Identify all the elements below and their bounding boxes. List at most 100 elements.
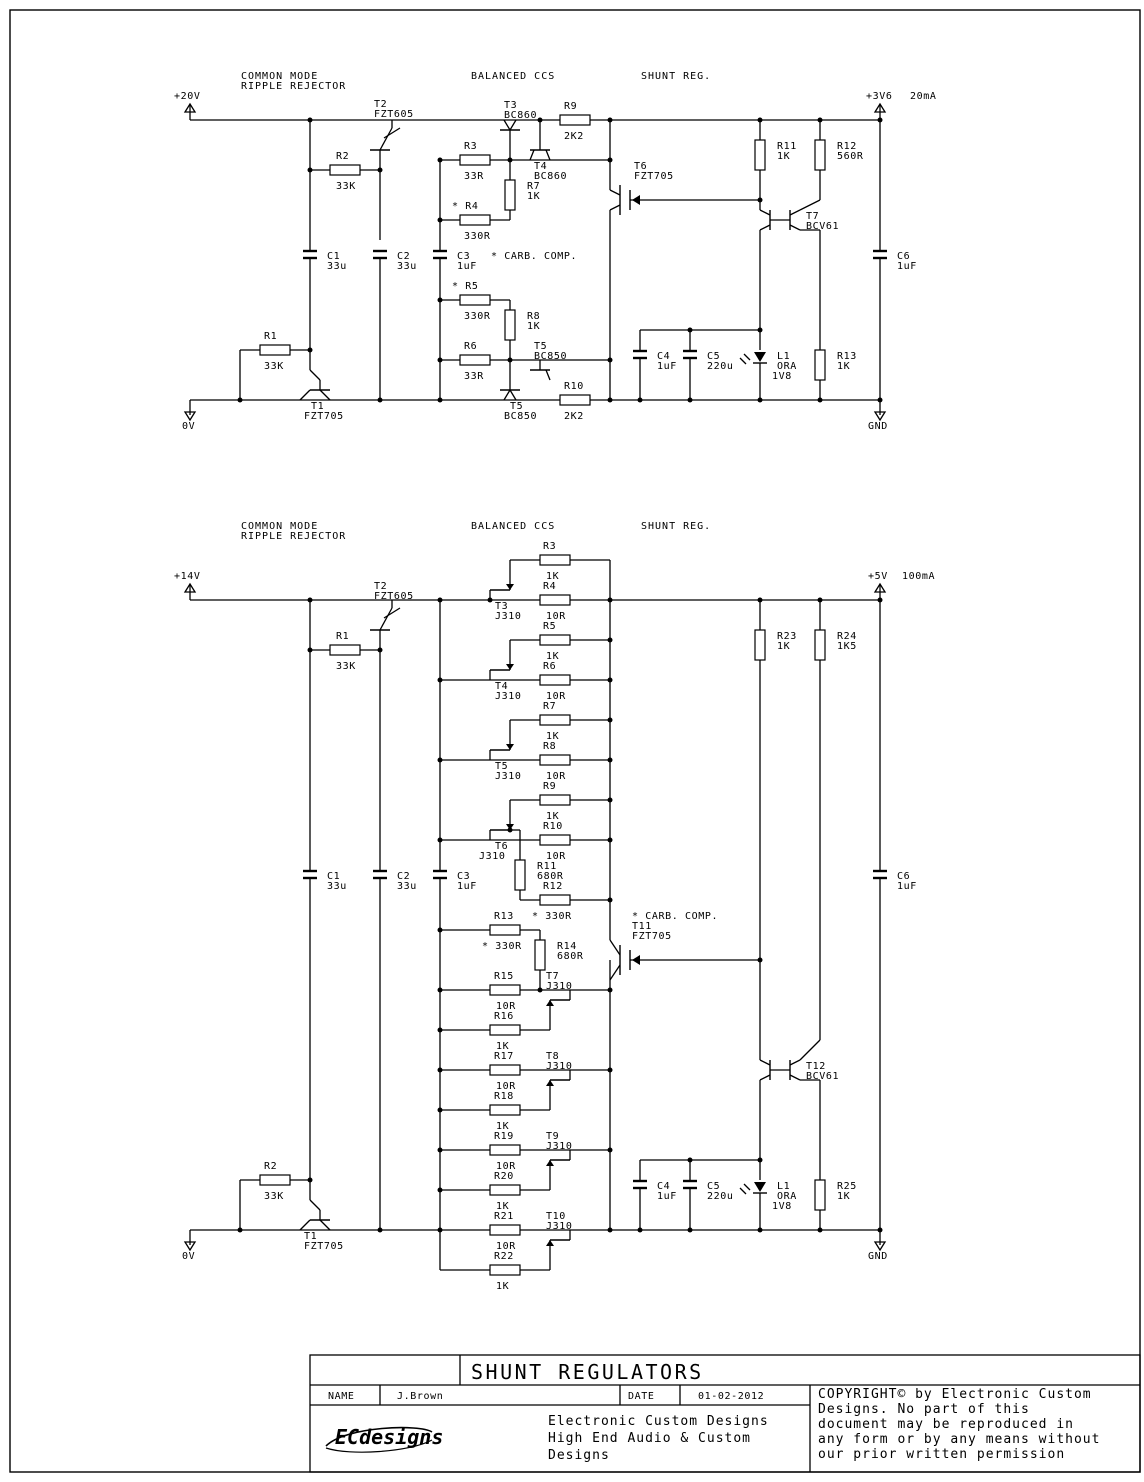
bot-L1-v: 1V8 [772,1201,792,1212]
bot-T10-val: J310 [546,1221,572,1232]
top-R4-ref: * R4 [452,201,478,212]
bot-R20-val: 1K [496,1201,509,1212]
bot-T8-val: J310 [546,1061,572,1072]
bot-R7-ref: R7 [543,701,556,712]
company-line-1: Electronic Custom Designs [548,1414,769,1429]
top-T2-val: FZT605 [374,109,414,120]
bot-T4-ref: T4 [495,681,508,692]
top-R9-val: 2K2 [564,131,584,142]
top-rail-current: 20mA [910,91,936,102]
bot-R17-ref: R17 [494,1051,514,1062]
bot-T5-ref: T5 [495,761,508,772]
bot-C3-ref: C3 [457,871,470,882]
bot-R6-ref: R6 [543,661,556,672]
sheet-border [9,9,1141,1473]
top-C5-ref: C5 [707,351,720,362]
bot-T7-ref: T7 [546,971,559,982]
top-R13-ref: R13 [837,351,857,362]
bot-R4-ref: R4 [543,581,556,592]
copyright-line-2: Designs. No part of this [818,1402,1030,1417]
top-R6-ref: R6 [464,341,477,352]
bot-C6-val: 1uF [897,881,917,892]
top-sec-ccs: BALANCED CCS [471,71,555,82]
top-R11-ref: R11 [777,141,797,152]
company-line-2: High End Audio & Custom [548,1431,751,1446]
ecdesigns-logo: ECdesigns [325,1425,443,1453]
bot-R15-ref: R15 [494,971,514,982]
bot-C5-val: 220u [707,1191,733,1202]
bot-R20-ref: R20 [494,1171,514,1182]
bot-sec-cm1: COMMON MODE [241,521,318,532]
top-R3-ref: R3 [464,141,477,152]
top-C6-ref: C6 [897,251,910,262]
top-T3-ref: T3 [504,100,517,111]
top-C1-val: 33u [327,261,347,272]
top-C2-val: 33u [397,261,417,272]
bot-R8-val: 10R [546,771,566,782]
top-R12-ref: R12 [837,141,857,152]
bot-R6-val: 10R [546,691,566,702]
bot-R3-val: 1K [546,571,559,582]
bot-T7-val: J310 [546,981,572,992]
bot-R5-ref: R5 [543,621,556,632]
top-R10-val: 2K2 [564,411,584,422]
bot-T3-ref: T3 [495,601,508,612]
top-sec-cm2: RIPPLE REJECTOR [241,81,346,92]
bot-T8-ref: T8 [546,1051,559,1062]
top-rail-gnd: GND [868,421,888,432]
bot-R5-val: 1K [546,651,559,662]
bot-sec-cm2: RIPPLE REJECTOR [241,531,346,542]
copyright-line-4: any form or by any means without [818,1432,1100,1447]
bot-R14-val: 680R [557,951,584,962]
bot-R14-ref: R14 [557,941,577,952]
bot-R1-ref: R1 [336,631,349,642]
bot-R18-val: 1K [496,1121,509,1132]
top-L1-val: ORA [777,361,797,372]
drawing-date: 01-02-2012 [698,1391,764,1402]
top-T4-ref: T4 [534,161,547,172]
top-T4-val: BC860 [534,171,567,182]
bot-L1-ref: L1 [777,1181,790,1192]
bot-T1-val: FZT705 [304,1241,344,1252]
bot-rail-0v: 0V [182,1251,195,1262]
bot-C3-val: 1uF [457,881,477,892]
bot-R10-val: 10R [546,851,566,862]
top-C3-val: 1uF [457,261,477,272]
bot-T3-val: J310 [495,611,521,622]
bot-R16-ref: R16 [494,1011,514,1022]
top-rail-out: +3V6 [866,91,892,102]
top-C5-val: 220u [707,361,733,372]
top-T7-val: BCV61 [806,221,839,232]
bot-note: * CARB. COMP. [632,911,718,922]
top-R8-ref: R8 [527,311,540,322]
top-C2-ref: C2 [397,251,410,262]
bot-rail-gnd: GND [868,1251,888,1262]
top-R9-ref: R9 [564,101,577,112]
bot-rail-current: 100mA [902,571,935,582]
bot-R11-ref: R11 [537,861,557,872]
bot-R16-val: 1K [496,1041,509,1052]
top-R1-ref: R1 [264,331,277,342]
bot-R11-val: 680R [537,871,564,882]
bot-rail-in: +14V [174,571,200,582]
bot-R7-val: 1K [546,731,559,742]
bot-T9-val: J310 [546,1141,572,1152]
top-C3-ref: C3 [457,251,470,262]
bot-sec-ccs: BALANCED CCS [471,521,555,532]
bot-R2-ref: R2 [264,1161,277,1172]
top-R5-val: 330R [464,311,491,322]
top-T7-ref: T7 [806,211,819,222]
bot-T9-ref: T9 [546,1131,559,1142]
bot-T4-val: J310 [495,691,521,702]
bot-C4-ref: C4 [657,1181,670,1192]
top-T6-val: FZT705 [634,171,674,182]
bottom-schematic: COMMON MODE RIPPLE REJECTOR BALANCED CCS… [174,521,935,1292]
bot-R24-val: 1K5 [837,641,857,652]
bot-C5-ref: C5 [707,1181,720,1192]
top-R3-val: 33R [464,171,484,182]
bot-T2-val: FZT605 [374,591,414,602]
top-L1-ref: L1 [777,351,790,362]
bot-R19-ref: R19 [494,1131,514,1142]
bot-R23-val: 1K [777,641,790,652]
top-R11-val: 1K [777,151,790,162]
